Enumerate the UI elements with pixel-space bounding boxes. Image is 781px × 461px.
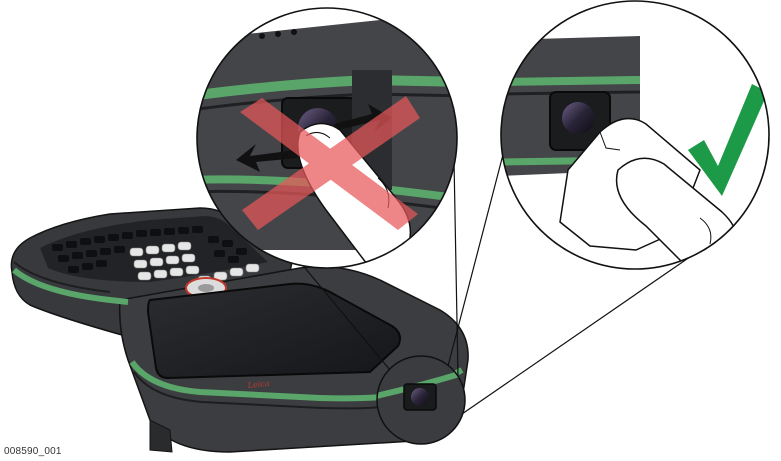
figure-id-label: 008590_001 [4, 446, 62, 457]
camera-lens [411, 388, 429, 406]
camera-lens [562, 102, 594, 134]
correct-method-panel [500, 1, 780, 270]
